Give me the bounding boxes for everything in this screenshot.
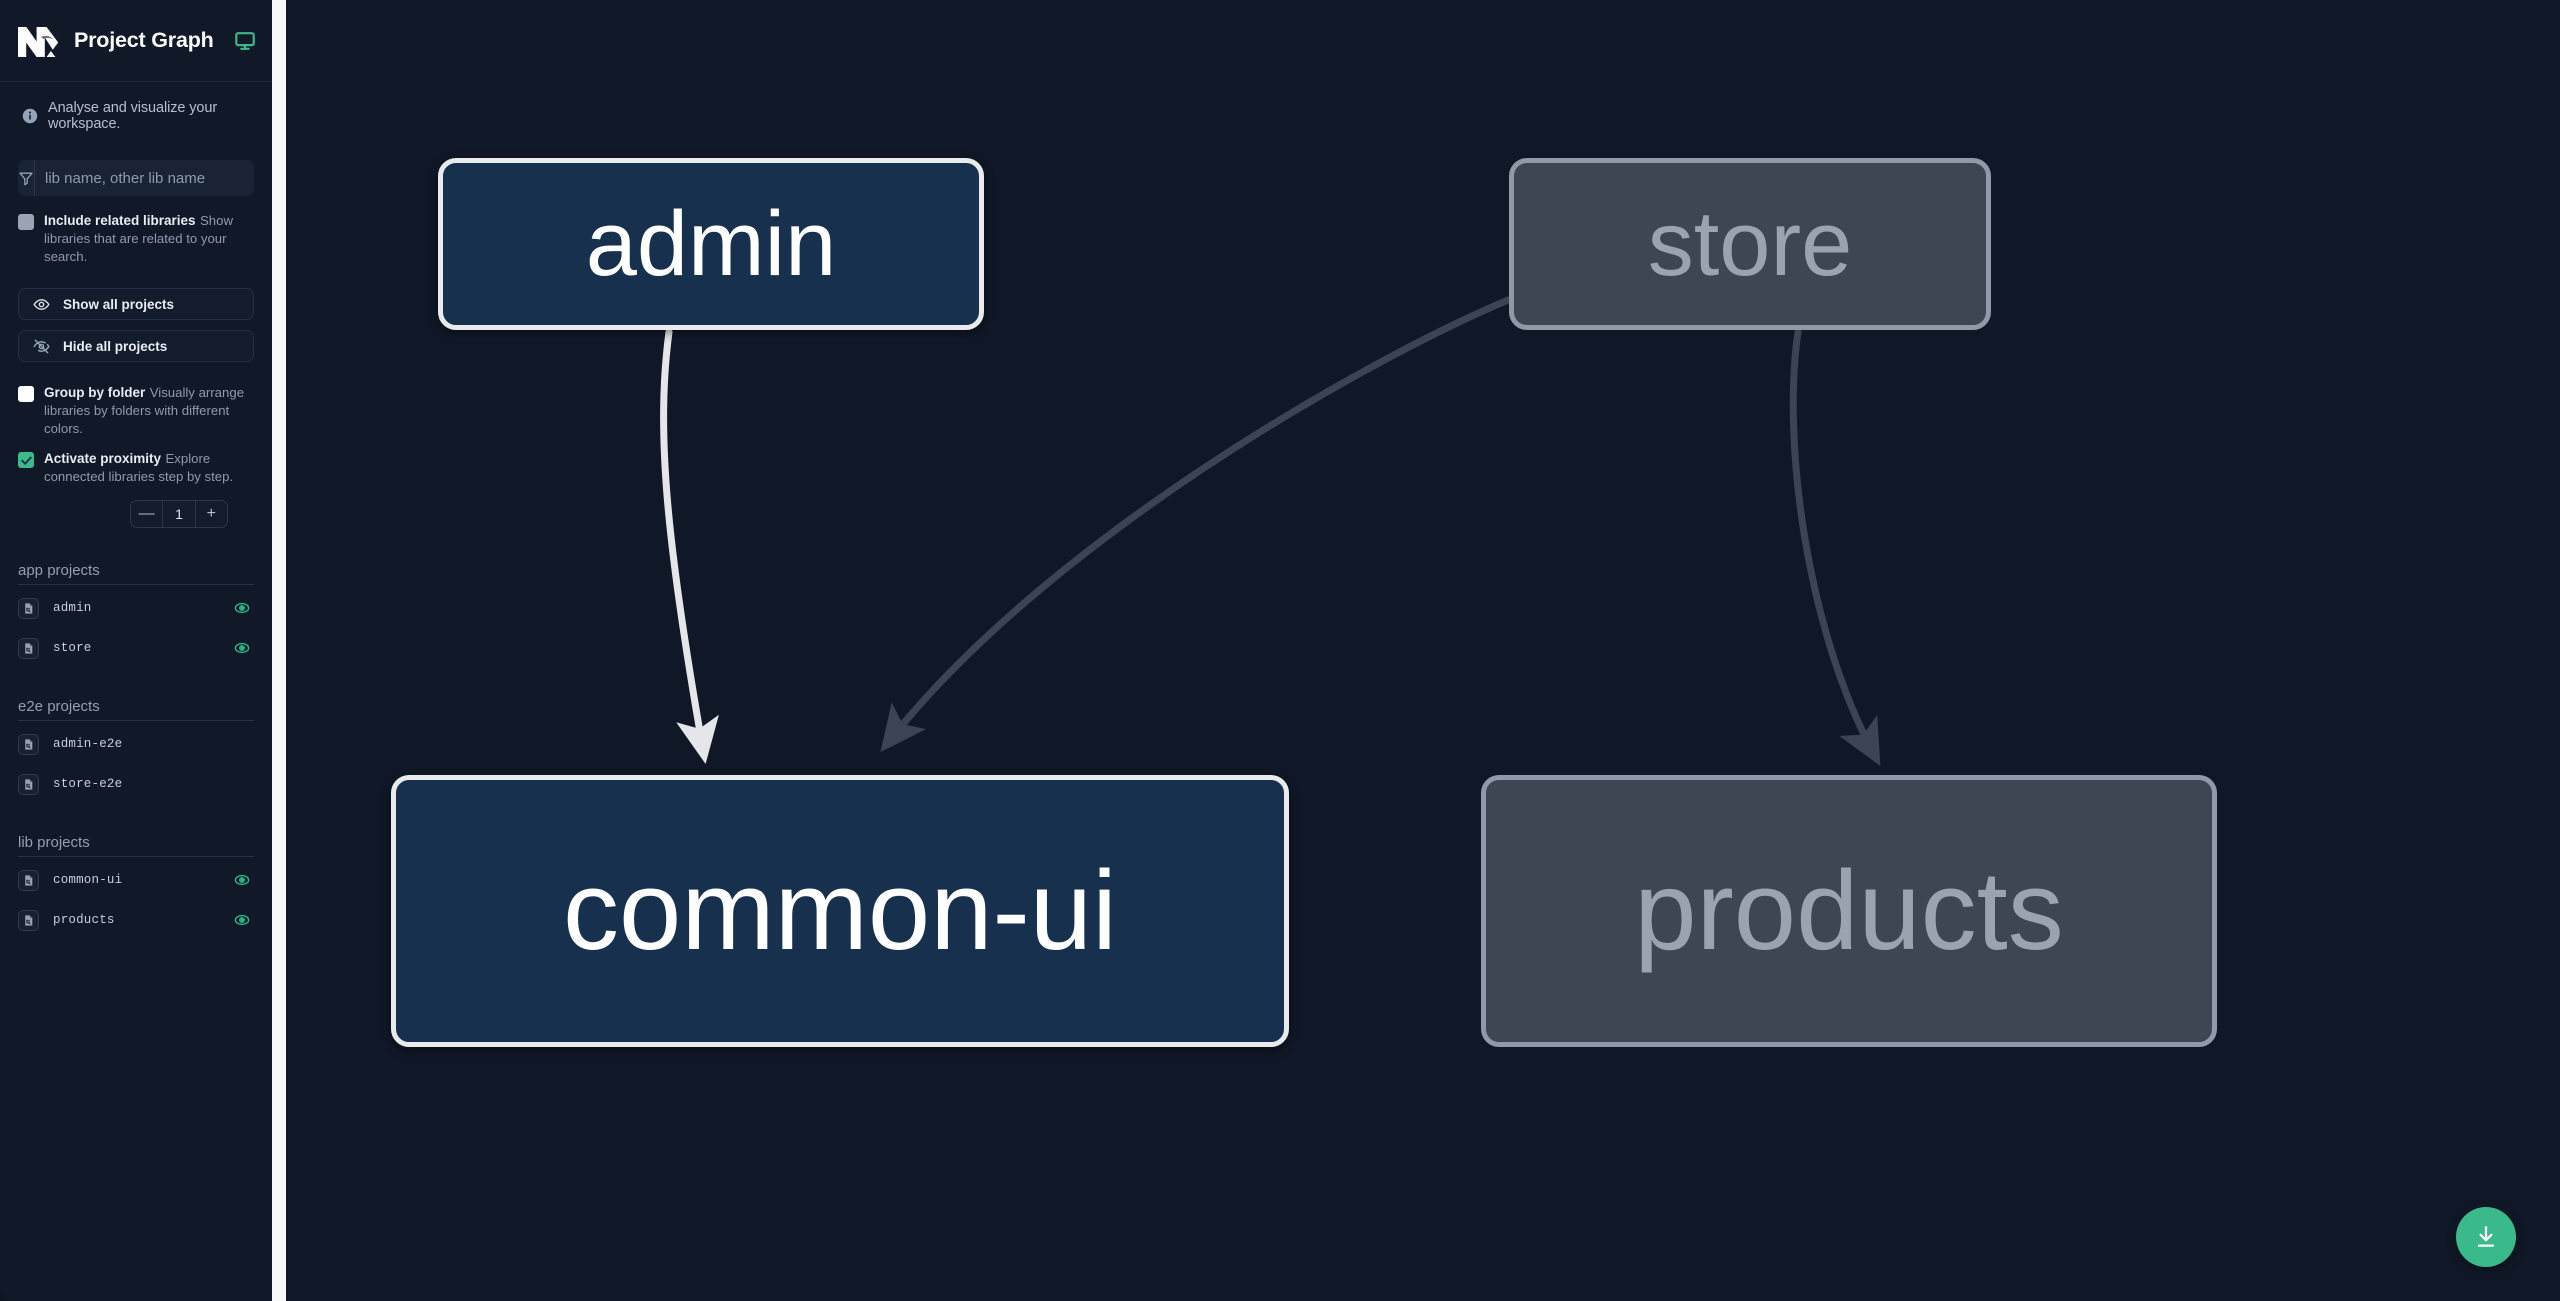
project-name: store (53, 641, 92, 655)
project-file-icon (18, 773, 39, 795)
graph-canvas[interactable]: admin store common-ui products (286, 0, 2560, 1301)
graph-node-store[interactable]: store (1509, 158, 1991, 330)
search-input[interactable] (35, 160, 254, 196)
option-description: Visually arrange libraries by folders wi… (44, 385, 245, 436)
edge-store-to-common-ui (880, 296, 1512, 753)
project-group-title: app projects (18, 562, 254, 585)
tagline-text: Analyse and visualize your workspace. (48, 100, 218, 132)
project-name: admin-e2e (53, 737, 123, 751)
graph-node-label: products (1634, 848, 2064, 973)
project-row-admin[interactable]: admin (18, 588, 254, 628)
visibility-eye-icon[interactable] (234, 912, 250, 928)
checkbox-include-related-libraries[interactable] (18, 214, 34, 230)
project-name: store-e2e (53, 777, 123, 791)
project-name: admin (53, 601, 92, 615)
project-row-store[interactable]: store (18, 628, 254, 668)
project-name: common-ui (53, 873, 123, 887)
hide-all-projects-button[interactable]: Hide all projects (18, 330, 254, 362)
eye-off-icon (33, 338, 50, 355)
project-group-lib: lib projects common-ui (0, 834, 272, 940)
proximity-value: 1 (162, 501, 196, 527)
download-button[interactable] (2456, 1207, 2516, 1267)
sidebar-resize-handle[interactable] (272, 0, 286, 1301)
checkbox-group-by-folder[interactable] (18, 386, 34, 402)
project-row-store-e2e[interactable]: store-e2e (18, 764, 254, 804)
nx-logo (16, 23, 60, 59)
option-title: Include related libraries (44, 213, 196, 228)
project-list: app projects admin (0, 528, 272, 1301)
filter-icon (18, 160, 35, 196)
project-row-products[interactable]: products (18, 900, 254, 940)
project-row-common-ui[interactable]: common-ui (18, 860, 254, 900)
edge-admin-to-common-ui (660, 328, 719, 764)
page-title: Project Graph (74, 28, 214, 52)
project-file-icon (18, 869, 39, 891)
proximity-increment-button[interactable]: + (196, 501, 227, 527)
option-activate-proximity[interactable]: Activate proximity Explore connected lib… (0, 438, 272, 486)
option-include-related-libraries[interactable]: Include related libraries Show libraries… (0, 196, 272, 266)
proximity-stepper: — 1 + (130, 500, 228, 528)
option-title: Activate proximity (44, 451, 162, 466)
visibility-eye-icon[interactable] (234, 600, 250, 616)
sidebar-header: Project Graph (0, 0, 272, 82)
project-name: products (53, 913, 115, 927)
graph-node-products[interactable]: products (1481, 775, 2217, 1047)
project-file-icon (18, 637, 39, 659)
option-title: Group by folder (44, 385, 146, 400)
graph-node-label: common-ui (563, 848, 1117, 973)
graph-edges (660, 296, 1881, 766)
project-group-app: app projects admin (0, 562, 272, 668)
project-file-icon (18, 733, 39, 755)
info-icon (22, 108, 38, 124)
graph-node-admin[interactable]: admin (438, 158, 984, 330)
project-file-icon (18, 909, 39, 931)
show-all-projects-button[interactable]: Show all projects (18, 288, 254, 320)
option-description: Show libraries that are related to your … (44, 213, 234, 264)
tagline-row: Analyse and visualize your workspace. (0, 82, 272, 138)
graph-node-label: admin (585, 193, 837, 295)
graph-node-common-ui[interactable]: common-ui (391, 775, 1289, 1047)
project-group-title: lib projects (18, 834, 254, 857)
checkbox-activate-proximity[interactable] (18, 452, 34, 468)
project-file-icon (18, 597, 39, 619)
project-group-title: e2e projects (18, 698, 254, 721)
eye-icon (33, 296, 50, 313)
show-all-projects-label: Show all projects (63, 296, 175, 312)
download-icon (2473, 1224, 2499, 1250)
edge-store-to-products (1789, 328, 1881, 766)
visibility-eye-icon[interactable] (234, 872, 250, 888)
sidebar: Project Graph Analyse and visualize your… (0, 0, 272, 1301)
option-group-by-folder[interactable]: Group by folder Visually arrange librari… (0, 362, 272, 438)
search-filter-box (18, 160, 254, 196)
project-row-admin-e2e[interactable]: admin-e2e (18, 724, 254, 764)
graph-node-label: store (1647, 193, 1853, 295)
monitor-icon[interactable] (228, 30, 256, 52)
option-description: Explore connected libraries step by step… (44, 451, 234, 484)
project-group-e2e: e2e projects admin-e2e (0, 698, 272, 804)
hide-all-projects-label: Hide all projects (63, 338, 168, 354)
visibility-eye-icon[interactable] (234, 640, 250, 656)
proximity-decrement-button[interactable]: — (131, 501, 162, 527)
